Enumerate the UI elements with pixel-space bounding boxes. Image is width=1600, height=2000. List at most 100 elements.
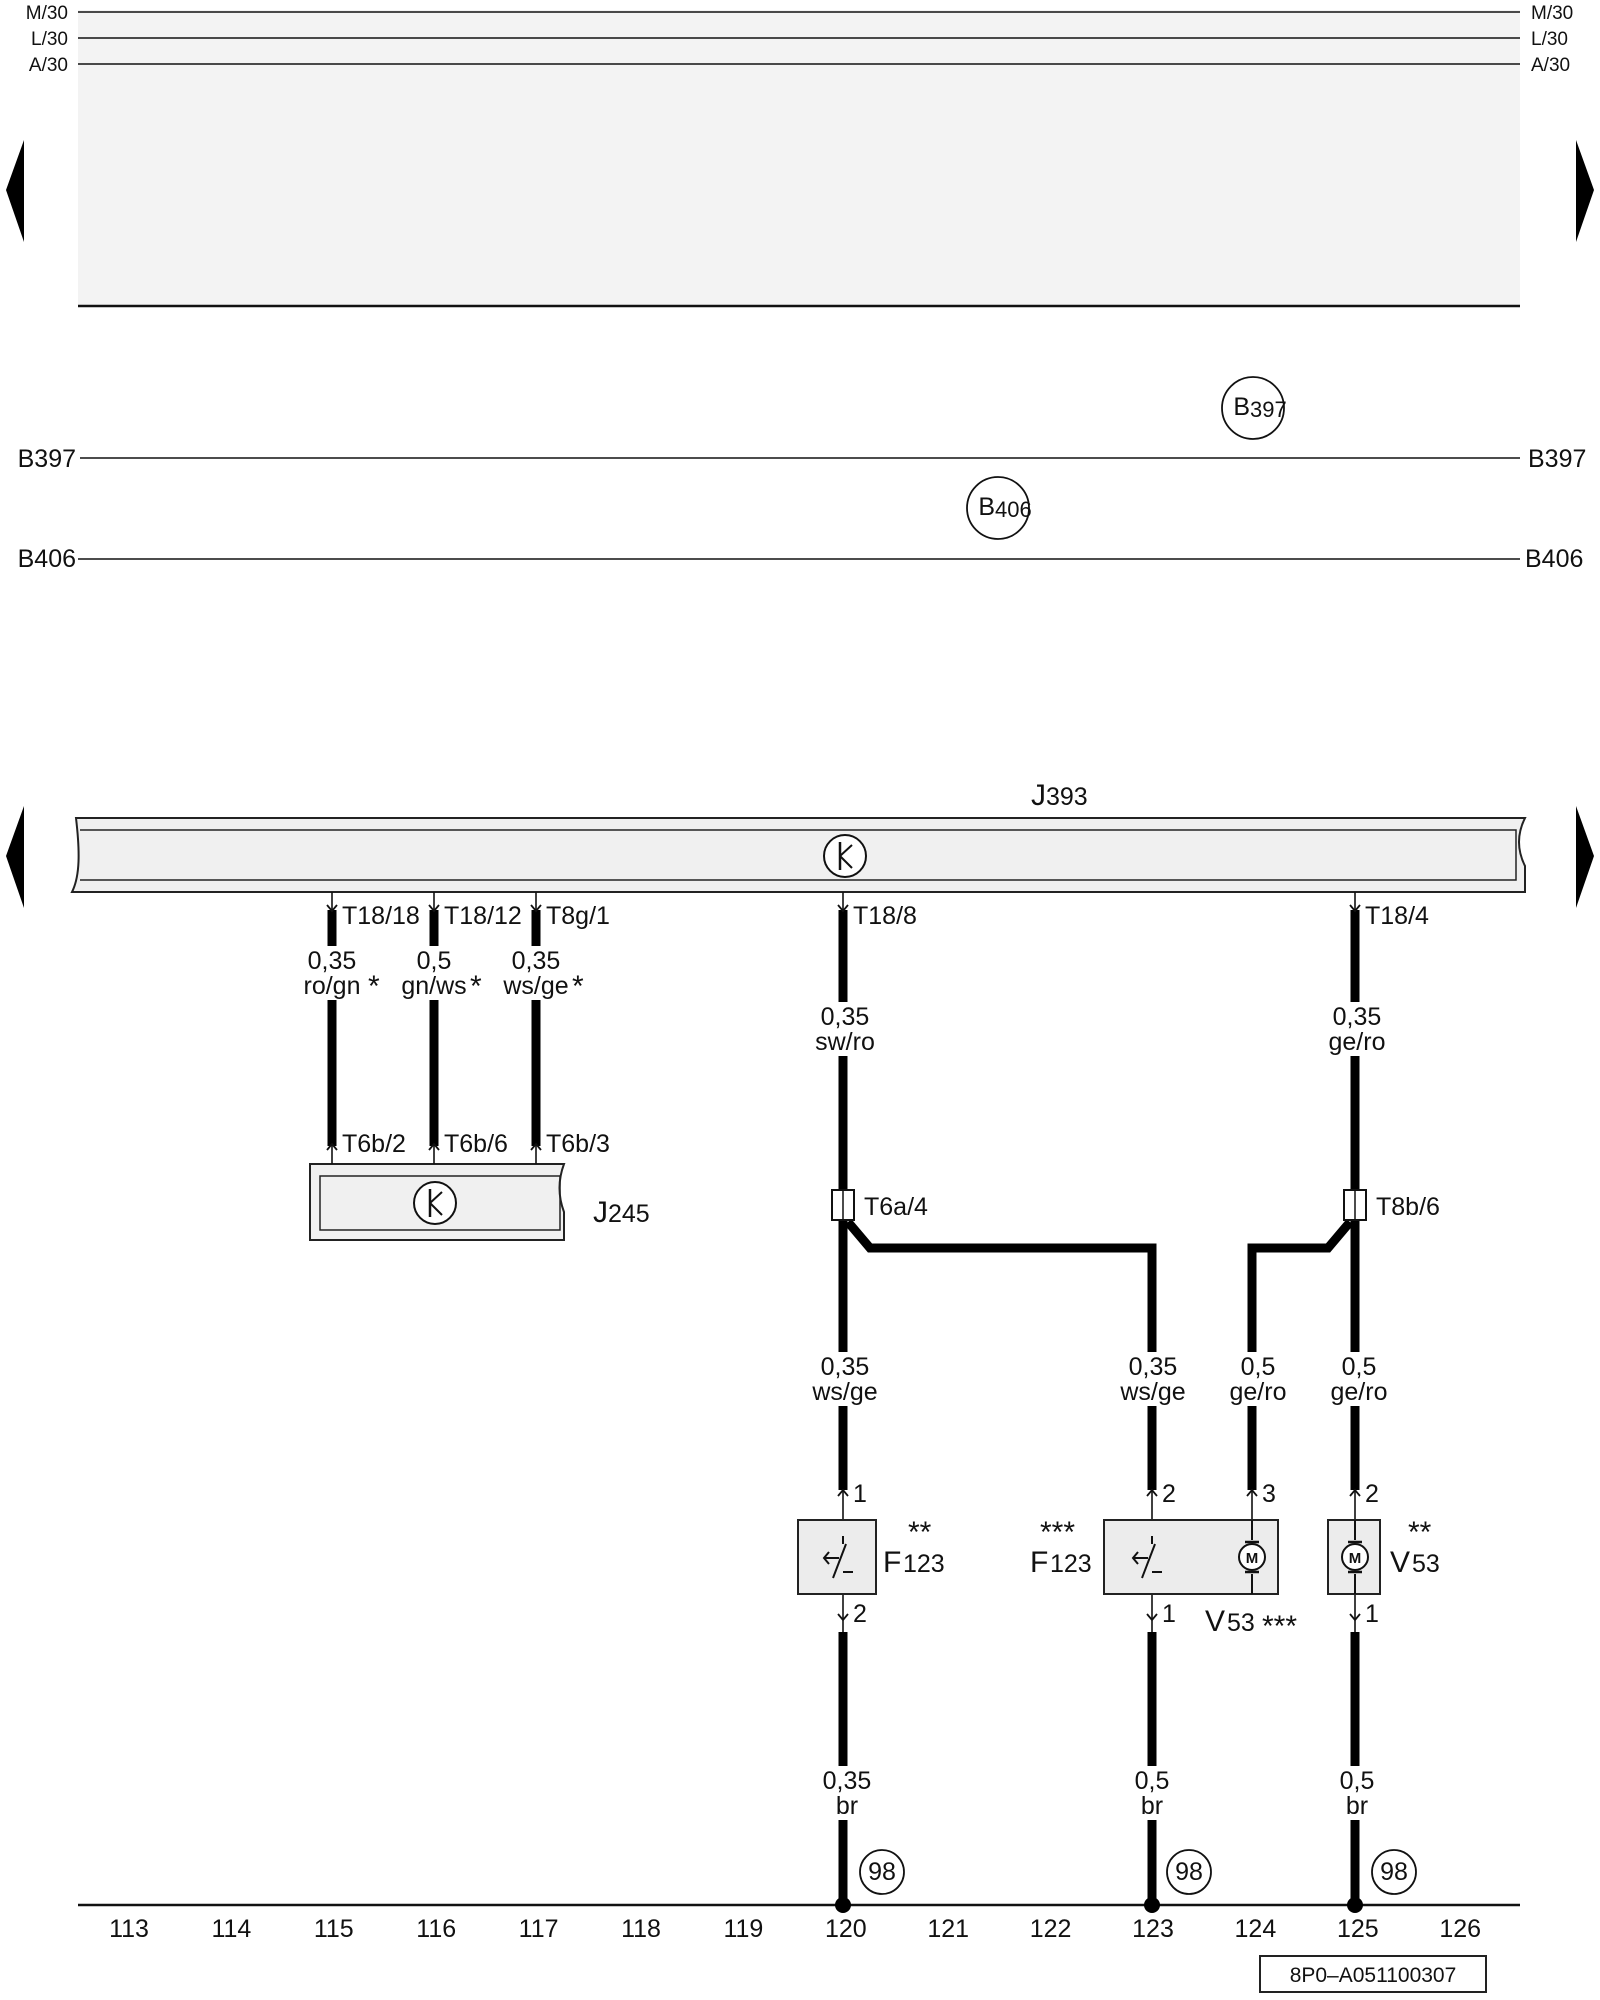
svg-text:V: V: [1205, 1605, 1225, 1638]
prev-page-arrow-lower-icon[interactable]: [6, 806, 24, 908]
pin-t18-8: T18/8: [853, 902, 917, 930]
svg-text:M: M: [1246, 1550, 1259, 1567]
svg-text:br: br: [1346, 1792, 1368, 1820]
scale-number: 118: [621, 1915, 661, 1943]
svg-text:ws/ge: ws/ge: [811, 1378, 877, 1406]
j245-control-unit: [309, 1163, 566, 1241]
scale-number: 113: [109, 1915, 149, 1943]
v53-left-motor: M: [1327, 1519, 1381, 1595]
pin-stubs: [331, 892, 1356, 1632]
svg-text:*: *: [572, 970, 584, 1003]
pin-f123-right-2: 2: [1162, 1480, 1176, 1508]
wire-label-120c: 0,35 br: [807, 1766, 879, 1820]
prev-page-arrow-upper-icon[interactable]: [6, 140, 24, 242]
bus-b397-label-right: B397: [1528, 445, 1586, 473]
wire-label-117: 0,35 ws/ge *: [500, 946, 584, 1003]
ground-junction-125: [1347, 1897, 1363, 1913]
scale-number: 123: [1132, 1915, 1174, 1943]
svg-text:ge/ro: ge/ro: [1230, 1378, 1287, 1406]
pin-t8b-6: T8b/6: [1376, 1193, 1440, 1221]
wire-120-to-123: [844, 1219, 1157, 1490]
doc-id-box: [1259, 1955, 1487, 1993]
connector-t8b6: [1343, 1189, 1367, 1221]
svg-text:M: M: [1349, 1550, 1362, 1567]
pin-t6b-3: T6b/3: [546, 1130, 610, 1158]
pin-f123-right-1: 1: [1162, 1600, 1176, 1628]
rail-m30-label-right: M/30: [1531, 3, 1573, 24]
scale-number: 122: [1030, 1915, 1072, 1943]
wire-label-125c: 0,5 br: [1319, 1766, 1391, 1820]
svg-text:98: 98: [1175, 1858, 1203, 1886]
svg-text:0,35: 0,35: [821, 1003, 870, 1031]
svg-text:0,5: 0,5: [1342, 1353, 1377, 1381]
svg-text:123: 123: [903, 1550, 945, 1578]
svg-text:B: B: [1233, 393, 1250, 421]
ground-junction-123: [1144, 1897, 1160, 1913]
svg-text:br: br: [836, 1792, 858, 1820]
scale-number: 120: [825, 1915, 867, 1943]
pin-t18-4: T18/4: [1365, 902, 1429, 930]
svg-text:J: J: [1031, 779, 1046, 812]
j393-inner-outline: [80, 829, 1517, 881]
svg-text:V: V: [1390, 1546, 1410, 1579]
bus-b397-label-left: B397: [18, 445, 76, 473]
svg-text:F: F: [1030, 1546, 1048, 1579]
next-page-arrow-lower-icon[interactable]: [1576, 806, 1594, 908]
svg-text:0,35: 0,35: [1333, 1003, 1382, 1031]
pin-t6b-2: T6b/2: [342, 1130, 406, 1158]
j393-control-unit: [70, 817, 1527, 893]
svg-text:245: 245: [608, 1200, 650, 1228]
pin-v53-1: 1: [1365, 1600, 1379, 1628]
svg-text:**: **: [1408, 1516, 1432, 1549]
scale-number: 126: [1439, 1915, 1481, 1943]
f123-right-label: *** F 123: [1030, 1516, 1092, 1579]
svg-text:98: 98: [868, 1858, 896, 1886]
bus-b406-label-right: B406: [1525, 545, 1583, 573]
pin-t18-18: T18/18: [342, 902, 420, 930]
pin-t18-12: T18/12: [444, 902, 522, 930]
ground-junction-120: [835, 1897, 851, 1913]
svg-text:0,35: 0,35: [823, 1767, 872, 1795]
f123-left-switch: [797, 1519, 877, 1595]
svg-text:*: *: [368, 970, 380, 1003]
wire-label-116: 0,5 gn/ws *: [398, 946, 482, 1003]
pin-t6b-6: T6b/6: [444, 1130, 508, 1158]
next-page-arrow-upper-icon[interactable]: [1576, 140, 1594, 242]
svg-text:0,5: 0,5: [1135, 1767, 1170, 1795]
pin-t8g-1: T8g/1: [546, 902, 610, 930]
svg-text:0,5: 0,5: [1241, 1353, 1276, 1381]
pin-f123-left-2: 2: [853, 1600, 867, 1628]
j245-label: J 245: [593, 1196, 650, 1229]
pin-v53-2: 2: [1365, 1480, 1379, 1508]
scale-number: 115: [314, 1915, 354, 1943]
svg-text:0,5: 0,5: [417, 947, 452, 975]
j393-transistor-icon: [823, 834, 867, 878]
wire-label-123c: 0,5 br: [1116, 1766, 1188, 1820]
wire-label-115: 0,35 ro/gn *: [296, 946, 380, 1003]
bus-marker-b406: B 406: [966, 476, 1032, 540]
scale-number: 124: [1235, 1915, 1277, 1943]
f123-left-label: ** F 123: [883, 1516, 945, 1579]
svg-text:98: 98: [1380, 1858, 1408, 1886]
scale-number: 114: [211, 1915, 251, 1943]
svg-text:53: 53: [1412, 1550, 1440, 1578]
rail-l30-label-left: L/30: [31, 29, 68, 50]
pin-chevrons: [326, 904, 1361, 1622]
rail-m30-label-left: M/30: [26, 3, 68, 24]
svg-text:0,35: 0,35: [1129, 1353, 1178, 1381]
scale-number: 121: [927, 1915, 969, 1943]
svg-text:ws/ge: ws/ge: [502, 972, 568, 1000]
svg-text:***: ***: [1040, 1516, 1075, 1549]
svg-text:J: J: [593, 1196, 608, 1229]
scale-number: 116: [416, 1915, 456, 1943]
svg-text:B: B: [978, 493, 995, 521]
svg-text:393: 393: [1046, 783, 1088, 811]
wire-label-120a: 0,35 sw/ro: [807, 1002, 879, 1056]
v53-left-label: ** V 53: [1390, 1516, 1440, 1579]
svg-text:397: 397: [1250, 397, 1287, 422]
bus-b406-label-left: B406: [18, 545, 76, 573]
svg-text:ge/ro: ge/ro: [1331, 1378, 1388, 1406]
pin-t6a-4: T6a/4: [864, 1193, 928, 1221]
